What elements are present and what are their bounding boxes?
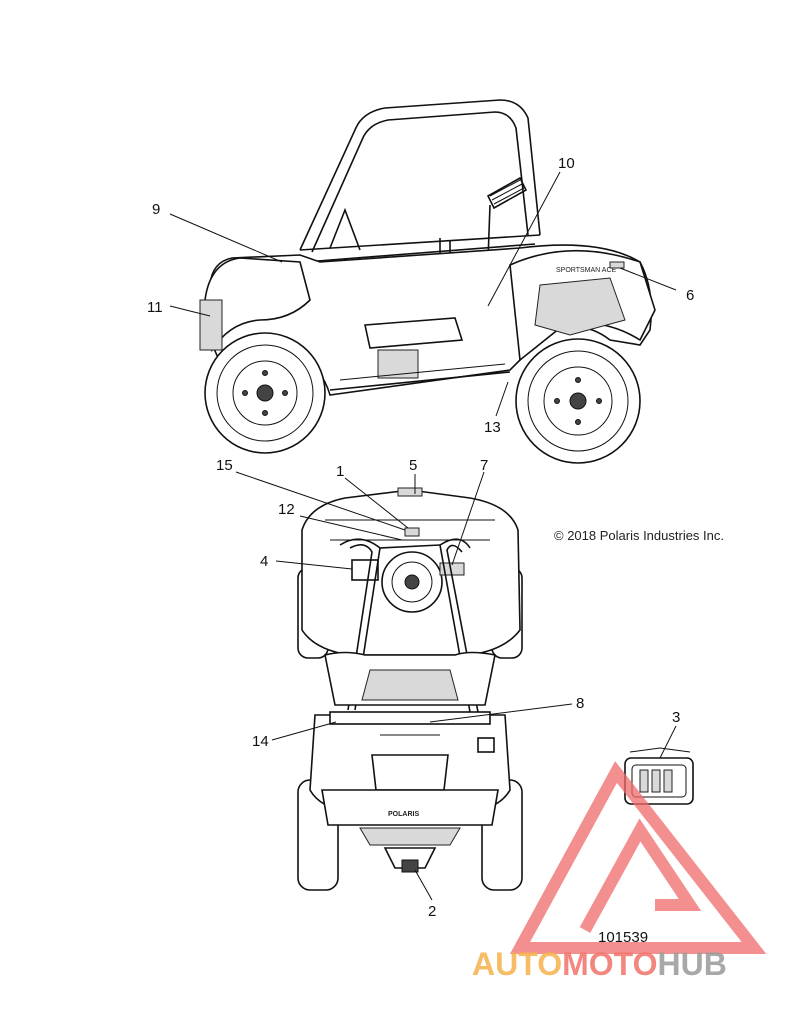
watermark-moto: MOTO: [562, 946, 657, 982]
callout-14: 14: [252, 733, 269, 750]
callout-11: 11: [147, 299, 163, 316]
callout-7: 7: [480, 457, 488, 474]
callout-12: 12: [278, 501, 295, 518]
automotohub-watermark: [509, 761, 767, 954]
watermark-text: AUTOMOTOHUB: [472, 946, 727, 982]
side-view-vehicle: SPORTSMAN ACE: [199, 99, 656, 464]
diagram-number: 101539: [598, 929, 648, 946]
watermark-hub: HUB: [657, 946, 726, 982]
rear-wheel: [515, 338, 641, 464]
part-3-decal-detail: [624, 747, 694, 805]
callout-labels: 9 10 11 6 13 15 1 5 7 12 4 8 14 3 2: [147, 155, 694, 920]
copyright-notice: © 2018 Polaris Industries Inc.: [554, 528, 724, 543]
callout-15: 15: [216, 457, 233, 474]
callout-9: 9: [152, 201, 160, 218]
callout-3: 3: [672, 709, 680, 726]
callout-8: 8: [576, 695, 584, 712]
side-decal-text: SPORTSMAN ACE: [556, 267, 616, 274]
callout-13: 13: [484, 419, 501, 436]
leader-lines: [169, 171, 677, 901]
front-wheel: [204, 332, 326, 454]
callout-10: 10: [558, 155, 575, 172]
callout-1: 1: [336, 463, 344, 480]
callout-4: 4: [260, 553, 268, 570]
callout-5: 5: [409, 457, 417, 474]
callout-2: 2: [428, 903, 436, 920]
callout-6: 6: [686, 287, 694, 304]
top-view-vehicle: POLARIS: [297, 487, 523, 891]
watermark-auto: AUTO: [472, 946, 562, 982]
steering-wheel: [381, 551, 443, 613]
rear-decal-text: POLARIS: [388, 811, 419, 818]
